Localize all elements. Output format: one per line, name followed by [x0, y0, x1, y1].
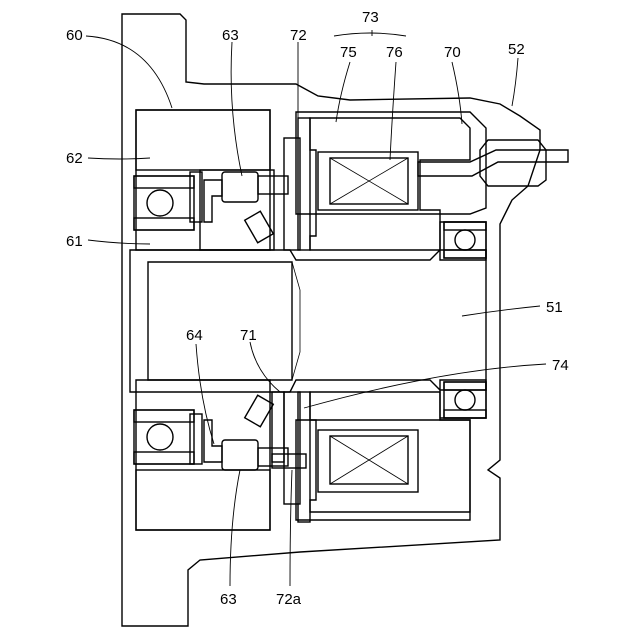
upper-collar [136, 110, 274, 530]
label-63-bottom: 63 [220, 591, 237, 608]
label-63-top: 63 [222, 27, 239, 44]
coils [318, 152, 418, 492]
label-61: 61 [66, 233, 83, 250]
label-70: 70 [444, 44, 461, 61]
rollers [204, 172, 288, 470]
cable [418, 140, 568, 186]
label-51: 51 [546, 299, 563, 316]
label-64: 64 [186, 327, 203, 344]
coil-housing [310, 118, 470, 512]
label-76: 76 [386, 44, 403, 61]
label-60: 60 [66, 27, 83, 44]
label-71: 71 [240, 327, 257, 344]
right-bearings [444, 222, 486, 418]
leader-lines [86, 30, 546, 586]
label-62: 62 [66, 150, 83, 167]
label-73: 73 [362, 9, 379, 26]
lower-left-bearing [134, 410, 202, 464]
label-72: 72 [290, 27, 307, 44]
label-72a: 72a [276, 591, 302, 608]
housing [122, 14, 540, 626]
upper-left-bearing [134, 172, 202, 230]
shaft [130, 250, 486, 392]
label-74: 74 [552, 357, 569, 374]
reference-labels: 60 62 61 63 72 73 75 76 70 52 51 64 71 7… [66, 9, 569, 608]
label-52: 52 [508, 41, 525, 58]
label-75: 75 [340, 44, 357, 61]
